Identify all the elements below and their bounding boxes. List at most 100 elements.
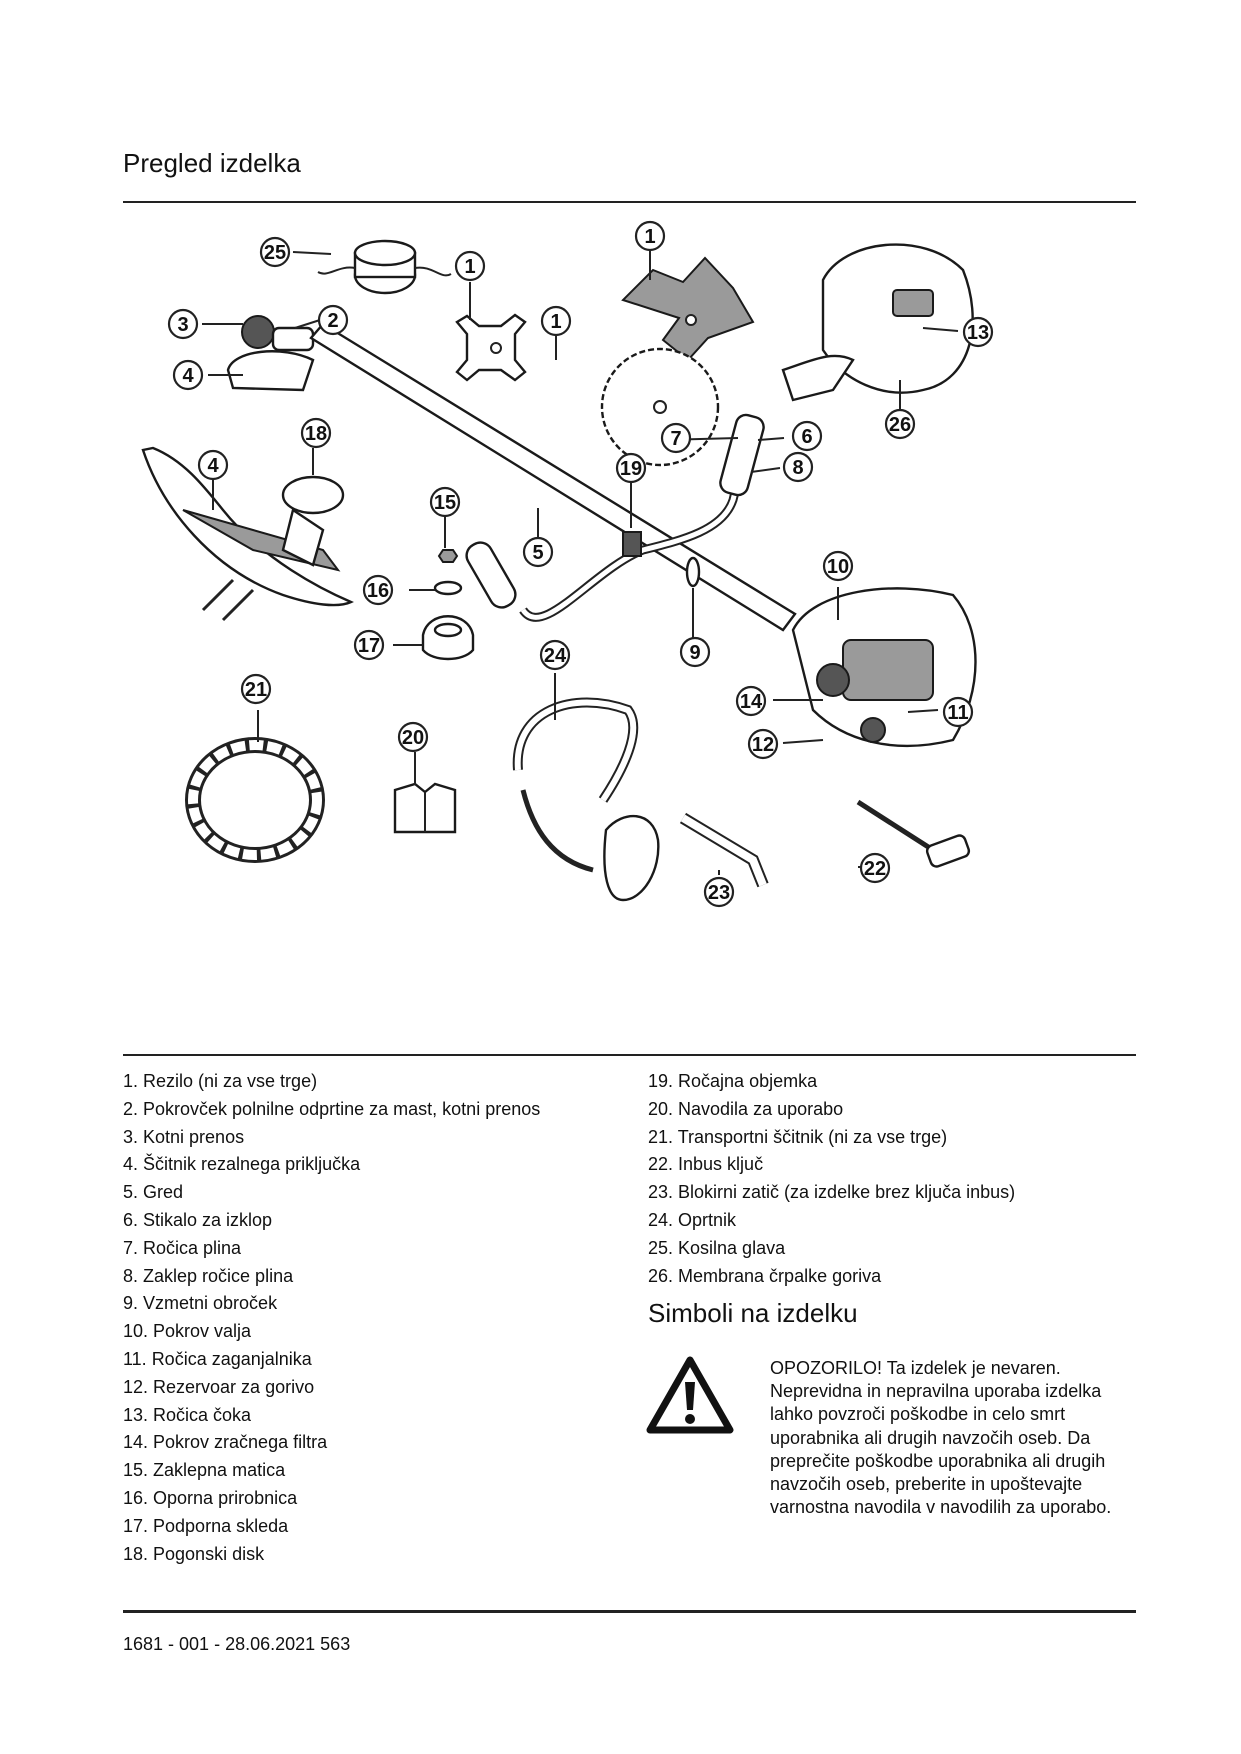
engine-closeup [781, 243, 974, 402]
callout-22: 22 [859, 852, 891, 884]
page-number: 563 [320, 1634, 351, 1654]
legend-item: 4. Ščitnik rezalnega priključka [123, 1154, 361, 1175]
svg-text:2: 2 [327, 310, 338, 332]
svg-text:3: 3 [177, 314, 188, 336]
svg-text:9: 9 [689, 642, 700, 664]
document-id: 1681 - 001 - 28.06.2021 [123, 1634, 316, 1654]
callout-2: 2 [317, 304, 349, 336]
callout-1: 1 [634, 220, 666, 252]
callout-23: 23 [703, 876, 735, 908]
parts-legend-left: 1. Rezilo (ni za vse trge) 2. Pokrovček … [123, 1068, 540, 1568]
harness [512, 697, 660, 902]
legend-item: 6. Stikalo za izklop [123, 1209, 273, 1230]
callout-10: 10 [822, 550, 854, 582]
svg-text:19: 19 [620, 458, 642, 480]
svg-text:1: 1 [550, 311, 561, 333]
angle-gear-top [226, 315, 315, 392]
callout-20: 20 [397, 721, 429, 753]
warning-text: OPOZORILO! Ta izdelek je nevaren. Neprev… [770, 1358, 1112, 1518]
legend-item: 2. Pokrovček polnilne odprtine za mast, … [123, 1098, 541, 1119]
callout-18: 18 [300, 417, 332, 449]
legend-item: 11. Ročica zaganjalnika [123, 1348, 312, 1369]
svg-text:4: 4 [207, 455, 219, 477]
parts-legend-right: 19. Ročajna objemka 20. Navodila za upor… [648, 1068, 1015, 1290]
warning-triangle-icon [646, 1356, 734, 1434]
legend-item: 26. Membrana črpalke goriva [648, 1265, 882, 1286]
callout-13: 13 [962, 316, 994, 348]
svg-text:5: 5 [532, 542, 543, 564]
svg-text:13: 13 [967, 322, 989, 344]
legend-item: 1. Rezilo (ni za vse trge) [123, 1071, 318, 1091]
callout-3: 3 [167, 308, 199, 340]
transport-guard [185, 737, 325, 863]
legend-item: 8. Zaklep ročice plina [123, 1265, 294, 1286]
legend-item: 17. Podporna skleda [123, 1515, 289, 1536]
callout-7: 7 [660, 422, 692, 454]
callout-14: 14 [735, 685, 767, 717]
footer-divider [123, 1610, 1136, 1613]
callout-11: 11 [942, 696, 974, 728]
svg-text:21: 21 [245, 679, 267, 701]
callout-4: 4 [197, 449, 229, 481]
callout-6: 6 [791, 420, 823, 452]
legend-item: 16. Oporna prirobnica [123, 1487, 298, 1508]
legend-item: 23. Blokirni zatič (za izdelke brez klju… [648, 1182, 1016, 1203]
svg-text:16: 16 [367, 580, 389, 602]
legend-item: 19. Ročajna objemka [648, 1071, 818, 1091]
svg-text:26: 26 [889, 414, 911, 436]
callout-16: 16 [362, 574, 394, 606]
page-title: Pregled izdelka [123, 148, 301, 178]
callout-26: 26 [884, 408, 916, 440]
callout-1: 1 [540, 305, 572, 337]
legend-item: 13. Ročica čoka [123, 1404, 252, 1425]
callout-1: 1 [454, 250, 486, 282]
page-footer: 1681 - 001 - 28.06.2021 563 [123, 1634, 350, 1655]
svg-text:6: 6 [801, 426, 812, 448]
svg-text:10: 10 [827, 556, 849, 578]
svg-text:23: 23 [708, 882, 730, 904]
svg-text:4: 4 [182, 365, 194, 387]
svg-text:8: 8 [792, 457, 803, 479]
callout-15: 15 [429, 486, 461, 518]
legend-item: 15. Zaklepna matica [123, 1460, 286, 1481]
callout-24: 24 [539, 639, 571, 671]
svg-text:18: 18 [305, 423, 327, 445]
svg-text:25: 25 [264, 242, 286, 264]
hex-key [856, 799, 971, 868]
callout-21: 21 [240, 673, 272, 705]
engine-unit [791, 587, 977, 747]
svg-text:20: 20 [402, 727, 424, 749]
svg-text:11: 11 [947, 702, 968, 724]
blade-three-tooth [621, 256, 755, 362]
svg-text:17: 17 [358, 635, 380, 657]
svg-text:12: 12 [752, 734, 774, 756]
product-overview-diagram: 25 1 1 1 3 2 4 4 18 15 5 19 16 17 21 20 … [123, 210, 1136, 1045]
legend-item: 5. Gred [123, 1182, 184, 1203]
callout-5: 5 [522, 536, 554, 568]
legend-divider [123, 1054, 1136, 1056]
legend-item: 24. Oprtnik [648, 1209, 737, 1230]
callout-8: 8 [782, 451, 814, 483]
legend-item: 7. Ročica plina [123, 1237, 242, 1258]
legend-item: 12. Rezervoar za gorivo [123, 1376, 315, 1397]
legend-item: 10. Pokrov valja [123, 1321, 252, 1342]
callout-4: 4 [172, 359, 204, 391]
header-divider [123, 201, 1136, 203]
svg-text:1: 1 [644, 226, 655, 248]
legend-item: 3. Kotni prenos [123, 1126, 245, 1147]
symbols-section-title: Simboli na izdelku [648, 1298, 858, 1328]
cutting-guard [141, 446, 354, 607]
svg-text:15: 15 [434, 492, 456, 514]
callout-25: 25 [259, 236, 291, 268]
legend-item: 20. Navodila za uporabo [648, 1098, 844, 1119]
callout-17: 17 [353, 629, 385, 661]
callout-12: 12 [747, 728, 779, 760]
legend-item: 21. Transportni ščitnik (ni za vse trge) [648, 1126, 948, 1147]
legend-item: 18. Pogonski disk [123, 1543, 265, 1564]
legend-item: 22. Inbus ključ [648, 1154, 764, 1175]
legend-item: 9. Vzmetni obroček [123, 1293, 278, 1314]
svg-text:7: 7 [670, 428, 681, 450]
svg-text:1: 1 [464, 256, 475, 278]
svg-text:22: 22 [864, 858, 886, 880]
svg-text:24: 24 [544, 645, 567, 667]
